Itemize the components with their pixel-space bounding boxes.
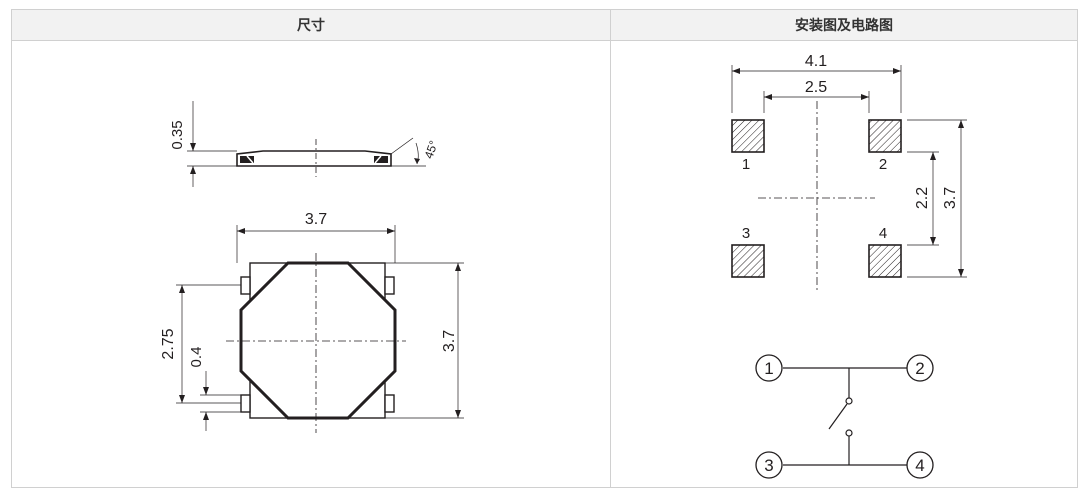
side-view — [187, 101, 426, 187]
pad-1 — [731, 119, 765, 153]
terminal-2-symbol — [906, 354, 934, 382]
header-dimensions: 尺寸 — [11, 9, 611, 41]
pad-2 — [868, 119, 902, 153]
terminal-width-label: 0.4 — [188, 347, 205, 368]
pad-pitch-inner-label: 2.2 — [914, 187, 931, 209]
width-label: 3.7 — [305, 211, 327, 228]
outer-span-label: 4.1 — [805, 53, 827, 70]
pad-pitch-outer-label: 3.7 — [942, 187, 959, 209]
pad-label-2: 2 — [879, 156, 887, 173]
terminal-1-symbol — [755, 354, 783, 382]
circuit-terminal-2: 2 — [915, 359, 924, 378]
thickness-label: 0.35 — [169, 120, 186, 149]
angle-label: 45° — [422, 139, 441, 161]
circuit-terminal-3: 3 — [764, 456, 773, 475]
height-label: 3.7 — [441, 330, 458, 352]
mounting-circuit-cell: 4.1 2.5 2.2 3.7 1 2 3 4 — [610, 40, 1078, 488]
circuit-diagram — [755, 354, 934, 479]
pad-label-3: 3 — [742, 225, 750, 242]
dimensions-cell: 0.35 45° — [11, 40, 611, 488]
top-view — [176, 225, 464, 433]
circuit-terminal-4: 4 — [915, 456, 924, 475]
mounting-pattern — [731, 65, 967, 291]
pad-3 — [731, 244, 765, 278]
circuit-terminal-1: 1 — [764, 359, 773, 378]
inner-span-label: 2.5 — [805, 79, 827, 96]
header-mounting-circuit: 安装图及电路图 — [610, 9, 1078, 41]
terminal-4-symbol — [906, 451, 934, 479]
terminal-3-symbol — [755, 451, 783, 479]
dimension-drawing: 0.35 45° — [160, 101, 464, 433]
pad-label-1: 1 — [742, 156, 750, 173]
terminal-pitch-label: 2.75 — [160, 328, 177, 359]
mounting-circuit-drawing: 4.1 2.5 2.2 3.7 1 2 3 4 — [731, 53, 967, 479]
pad-label-4: 4 — [879, 225, 887, 242]
pad-4 — [868, 244, 902, 278]
spec-table: 尺寸 安装图及电路图 — [11, 9, 1078, 488]
